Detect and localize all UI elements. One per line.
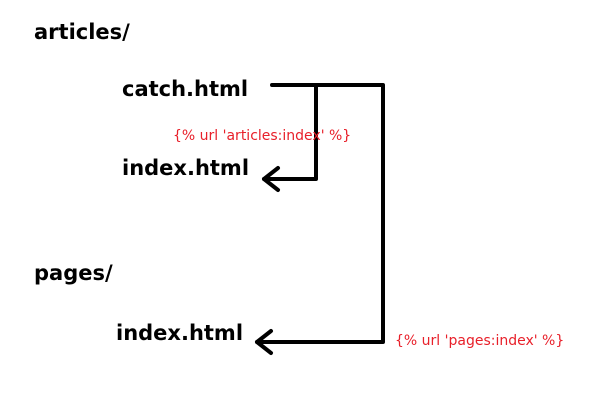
arrowhead-pages-index xyxy=(255,329,273,355)
file-label-pages-index: index.html xyxy=(116,321,244,345)
arrow-to-pages-index xyxy=(255,83,385,344)
folder-label-pages: pages/ xyxy=(34,261,113,285)
file-label-articles-index: index.html xyxy=(122,156,250,180)
file-label-articles-catch: catch.html xyxy=(122,77,249,101)
annotation-pages-index-url: {% url 'pages:index' %} xyxy=(395,333,565,349)
annotation-articles-index-url: {% url 'articles:index' %} xyxy=(173,128,352,144)
arrowhead-articles-index xyxy=(262,166,280,192)
folder-label-articles: articles/ xyxy=(34,20,130,44)
arrow-to-articles-index xyxy=(262,83,318,181)
